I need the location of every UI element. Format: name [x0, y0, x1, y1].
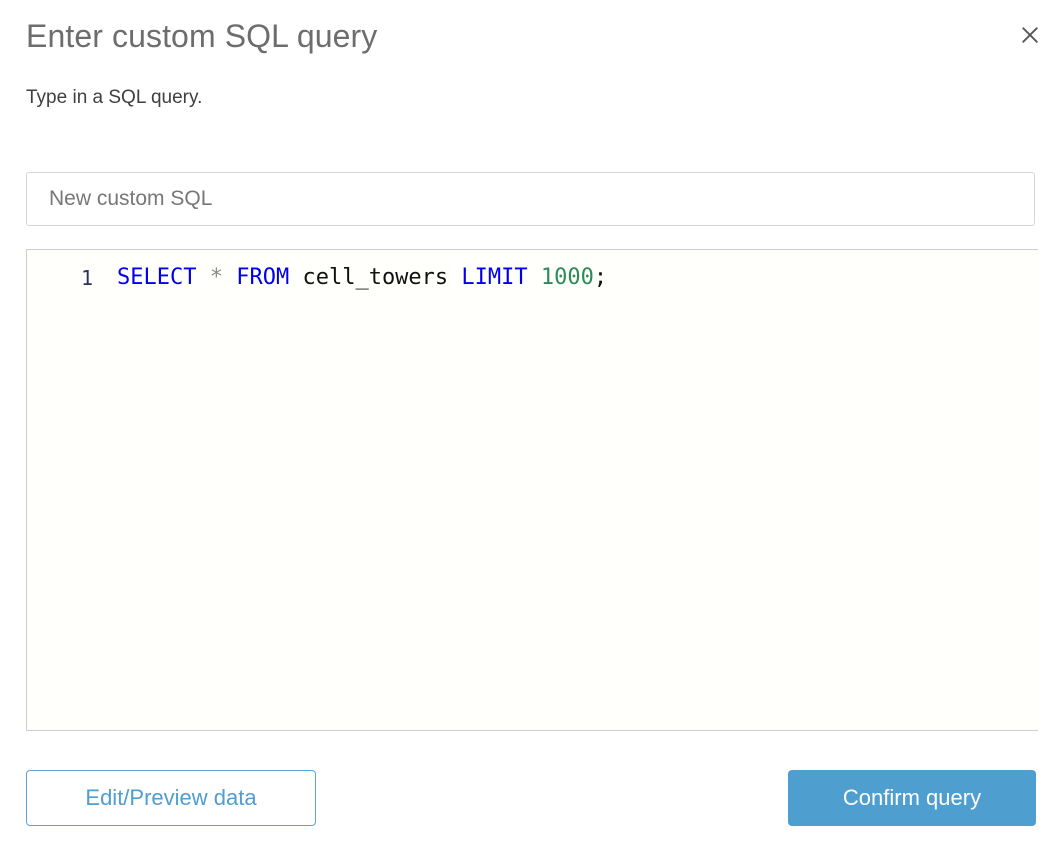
query-name-input[interactable]	[26, 172, 1035, 226]
sql-limit-value: 1000	[540, 265, 594, 290]
sql-space	[196, 265, 209, 290]
line-number: 1	[80, 266, 93, 290]
sql-table-name: cell_towers	[302, 265, 449, 290]
sql-keyword-from: FROM	[236, 265, 290, 290]
sql-space	[223, 265, 236, 290]
sql-star: *	[209, 265, 223, 290]
code-text: SELECT * FROM cell_towers LIMIT 1000;	[93, 266, 1038, 290]
sql-code-editor[interactable]: 1 SELECT * FROM cell_towers LIMIT 1000;	[26, 249, 1038, 731]
sql-keyword-limit: LIMIT	[461, 265, 528, 290]
page-title: Enter custom SQL query	[26, 18, 378, 54]
close-icon	[1020, 25, 1040, 45]
edit-preview-data-button[interactable]: Edit/Preview data	[26, 770, 316, 826]
code-line: 1 SELECT * FROM cell_towers LIMIT 1000;	[27, 250, 1038, 291]
confirm-query-button[interactable]: Confirm query	[788, 770, 1036, 826]
sql-space	[528, 265, 541, 290]
sql-semicolon: ;	[593, 265, 608, 290]
close-button[interactable]	[1013, 18, 1047, 52]
dialog-description: Type in a SQL query.	[26, 87, 203, 108]
sql-keyword-select: SELECT	[117, 265, 197, 290]
sql-space	[448, 265, 461, 290]
sql-space	[289, 265, 302, 290]
